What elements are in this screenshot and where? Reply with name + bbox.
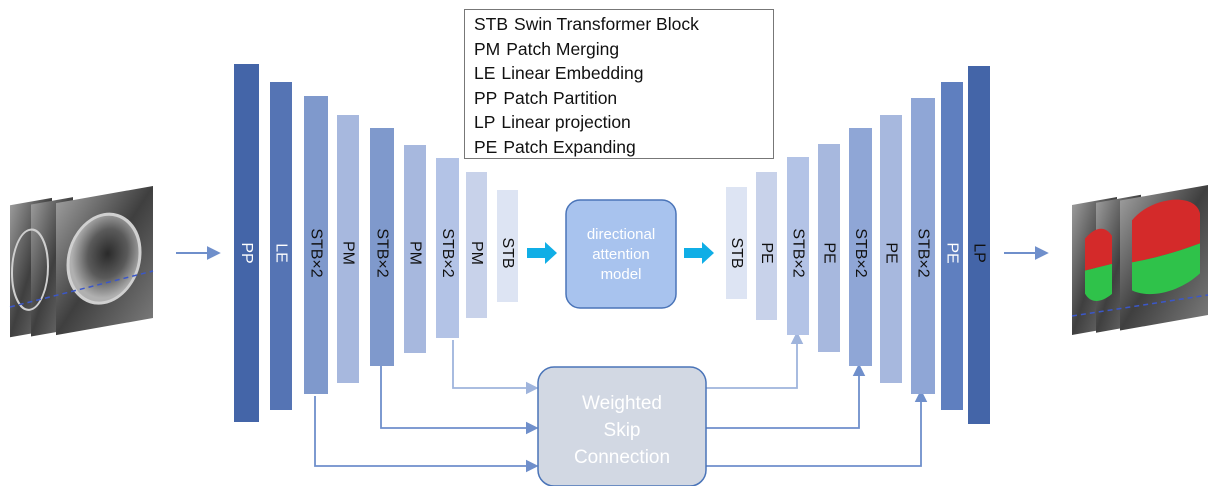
decoder-block-label: PE bbox=[821, 242, 838, 263]
decoder-block-label: PE bbox=[758, 242, 775, 263]
encoder-blocks: PP LE STB×2 PM STB×2 PM STB×2 PM STB bbox=[234, 64, 518, 422]
cyan-arrow-from-attention bbox=[684, 242, 714, 264]
attention-line-1: directional bbox=[587, 226, 655, 243]
decoder-block-label: PE bbox=[883, 242, 900, 263]
encoder-block-label: PM bbox=[407, 241, 424, 265]
encoder-block-label: PM bbox=[340, 241, 357, 265]
encoder-block-label: STB×2 bbox=[374, 228, 391, 277]
input-mri-stack bbox=[9, 186, 154, 338]
attention-line-3: model bbox=[601, 266, 642, 283]
skip-line-1: Weighted bbox=[582, 393, 662, 414]
decoder-block-stbx2: STB×2 bbox=[849, 128, 872, 366]
decoder-block-label: LP bbox=[971, 243, 988, 263]
decoder-block-stbx2: STB×2 bbox=[787, 157, 809, 335]
decoder-block-stb: STB bbox=[726, 187, 747, 299]
decoder-block-stbx2: STB×2 bbox=[911, 98, 935, 394]
decoder-block-pe: PE bbox=[756, 172, 777, 320]
encoder-block-le: LE bbox=[270, 82, 292, 410]
encoder-block-pm: PM bbox=[466, 172, 487, 318]
decoder-blocks: STB PE STB×2 PE STB×2 PE STB×2 PE LP bbox=[726, 66, 990, 424]
encoder-block-label: STB×2 bbox=[308, 228, 325, 277]
skip-line-3: Connection bbox=[574, 447, 670, 468]
encoder-block-pp: PP bbox=[234, 64, 259, 422]
encoder-block-stbx2: STB×2 bbox=[436, 158, 459, 338]
decoder-block-lp: LP bbox=[968, 66, 990, 424]
encoder-block-label: STB×2 bbox=[439, 228, 456, 277]
encoder-block-label: PM bbox=[468, 241, 485, 265]
decoder-block-label: STB×2 bbox=[852, 228, 869, 277]
decoder-block-pe: PE bbox=[941, 82, 963, 410]
decoder-block-label: STB×2 bbox=[915, 228, 932, 277]
skip-line-2: Skip bbox=[604, 420, 641, 441]
decoder-block-label: STB bbox=[728, 237, 745, 268]
encoder-block-stbx2: STB×2 bbox=[370, 128, 394, 366]
encoder-block-stb: STB bbox=[497, 190, 518, 302]
decoder-block-label: PE bbox=[944, 242, 961, 263]
output-segmentation-stack bbox=[1071, 184, 1209, 335]
weighted-skip-connection-box: Weighted Skip Connection bbox=[537, 366, 707, 486]
decoder-block-label: STB×2 bbox=[790, 228, 807, 277]
encoder-block-pm: PM bbox=[404, 145, 426, 353]
cyan-arrow-to-attention bbox=[527, 242, 557, 264]
decoder-block-pe: PE bbox=[880, 115, 902, 383]
attention-line-2: attention bbox=[592, 246, 650, 263]
encoder-block-label: PP bbox=[238, 242, 255, 263]
encoder-block-label: STB bbox=[499, 237, 516, 268]
encoder-block-stbx2: STB×2 bbox=[304, 96, 328, 394]
encoder-block-label: LE bbox=[273, 243, 290, 263]
decoder-block-pe: PE bbox=[818, 144, 840, 352]
skip-connections bbox=[314, 331, 928, 473]
attention-model-box: directional attention model bbox=[565, 199, 677, 309]
encoder-block-pm: PM bbox=[337, 115, 359, 383]
